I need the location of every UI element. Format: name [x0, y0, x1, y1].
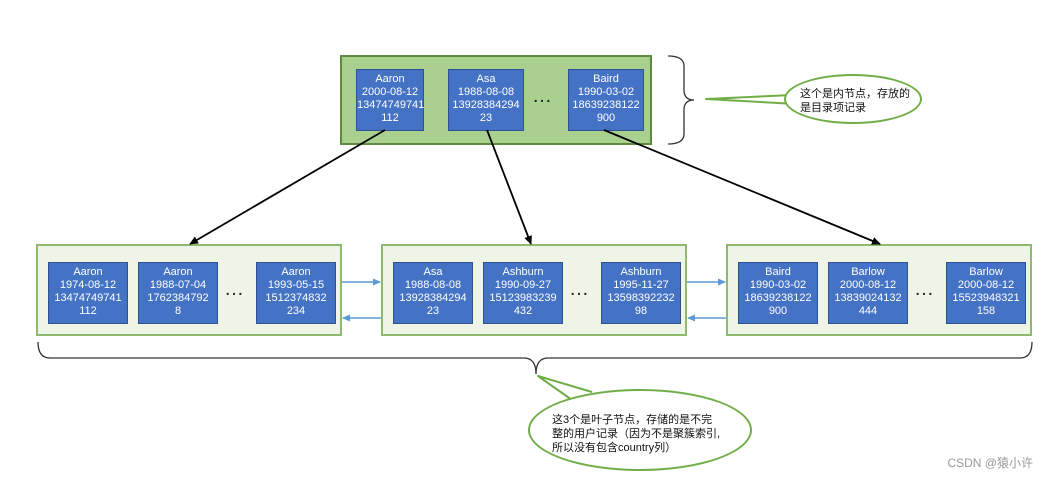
leaf-node-1: Aaron 1974-08-12 13474749741 112 Aaron 1… — [36, 244, 342, 336]
record-num: 900 — [768, 305, 788, 317]
record-date: 1988-07-04 — [149, 279, 207, 291]
callout-text-line: 整的用户记录（因为不是聚簇索引, — [552, 428, 721, 440]
callout-text-line: 所以没有包含country列） — [552, 442, 677, 454]
leaf2-record-3: Ashburn 1995-11-27 13598392232 98 — [601, 262, 681, 324]
internal-record-2: Asa 1988-08-08 13928384294 23 — [448, 69, 524, 131]
leaf-node-3: Baird 1990-03-02 18639238122 900 Barlow … — [726, 244, 1032, 336]
record-num: 112 — [79, 305, 97, 317]
record-name: Ashburn — [502, 266, 544, 278]
record-phone: 1512374832 — [265, 292, 327, 304]
record-phone: 1762384792 — [147, 292, 209, 304]
record-name: Ashburn — [620, 266, 662, 278]
record-num: 432 — [513, 305, 533, 317]
watermark: CSDN @猿小许 — [947, 456, 1033, 470]
record-date: 2000-08-12 — [839, 279, 897, 291]
record-date: 1990-03-02 — [577, 86, 635, 98]
internal-brace — [667, 55, 695, 145]
ellipsis: … — [532, 85, 554, 107]
record-num: 444 — [858, 305, 878, 317]
callout-text-line: 这3个是叶子节点，存储的是不完 — [552, 414, 713, 426]
record-date: 1993-05-15 — [267, 279, 325, 291]
record-phone: 18639238122 — [744, 292, 812, 304]
record-name: Aaron — [73, 266, 103, 278]
leaf3-record-2: Barlow 2000-08-12 13839024132 444 — [828, 262, 908, 324]
record-date: 1995-11-27 — [613, 279, 669, 291]
leaf3-record-1: Baird 1990-03-02 18639238122 900 — [738, 262, 818, 324]
internal-record-3: Baird 1990-03-02 18639238122 900 — [568, 69, 644, 131]
record-name: Baird — [765, 266, 791, 278]
record-name: Asa — [423, 266, 443, 278]
callout-text-line: 是目录项记录 — [800, 102, 866, 114]
leaf1-record-2: Aaron 1988-07-04 1762384792 8 — [138, 262, 218, 324]
record-num: 98 — [634, 305, 648, 317]
leaf-brace — [37, 341, 1033, 375]
record-phone: 13928384294 — [399, 292, 467, 304]
leaf2-record-1: Asa 1988-08-08 13928384294 23 — [393, 262, 473, 324]
internal-record-1: Aaron 2000-08-12 13474749741 112 — [356, 69, 424, 131]
record-phone: 15523948321 — [952, 292, 1020, 304]
record-num: 234 — [286, 305, 306, 317]
leaf-callout: 这3个是叶子节点，存储的是不完 整的用户记录（因为不是聚簇索引, 所以没有包含c… — [528, 389, 752, 471]
record-date: 1990-03-02 — [749, 279, 807, 291]
record-date: 2000-08-12 — [361, 86, 419, 98]
internal-node: Aaron 2000-08-12 13474749741 112 Asa 198… — [340, 55, 652, 145]
record-phone: 13598392232 — [607, 292, 675, 304]
record-date: 1974-08-12 — [59, 279, 117, 291]
record-date: 1990-09-27 — [494, 279, 552, 291]
ellipsis: … — [914, 278, 936, 300]
leaf1-record-1: Aaron 1974-08-12 13474749741 112 — [48, 262, 128, 324]
record-phone: 15123983239 — [489, 292, 557, 304]
record-num: 8 — [174, 305, 182, 317]
record-name: Aaron — [281, 266, 311, 278]
record-name: Barlow — [969, 266, 1003, 278]
internal-callout: 这个是内节点，存放的 是目录项记录 — [784, 74, 922, 124]
record-name: Aaron — [375, 73, 405, 85]
record-phone: 13474749741 — [357, 99, 425, 111]
record-name: Asa — [476, 73, 496, 85]
callout-text-line: 这个是内节点，存放的 — [800, 88, 910, 100]
record-num: 158 — [976, 305, 996, 317]
record-num: 23 — [479, 112, 493, 124]
record-phone: 13928384294 — [452, 99, 520, 111]
record-name: Aaron — [163, 266, 193, 278]
record-date: 1988-08-08 — [404, 279, 462, 291]
record-name: Baird — [593, 73, 619, 85]
leaf2-record-2: Ashburn 1990-09-27 15123983239 432 — [483, 262, 563, 324]
leaf3-record-3: Barlow 2000-08-12 15523948321 158 — [946, 262, 1026, 324]
pointer-arrow-2 — [486, 129, 532, 245]
record-phone: 13474749741 — [54, 292, 122, 304]
record-num: 900 — [596, 112, 616, 124]
pointer-arrow-3 — [603, 129, 881, 245]
record-num: 23 — [426, 305, 440, 317]
record-phone: 13839024132 — [834, 292, 902, 304]
pointer-arrow-1 — [189, 129, 386, 245]
internal-callout-tail — [705, 94, 797, 105]
record-num: 112 — [381, 112, 399, 124]
leaf-callout-tail — [537, 375, 593, 401]
record-name: Barlow — [851, 266, 885, 278]
record-date: 2000-08-12 — [957, 279, 1015, 291]
leaf-node-2: Asa 1988-08-08 13928384294 23 Ashburn 19… — [381, 244, 687, 336]
leaf1-record-3: Aaron 1993-05-15 1512374832 234 — [256, 262, 336, 324]
record-date: 1988-08-08 — [457, 86, 515, 98]
ellipsis: … — [224, 278, 246, 300]
ellipsis: … — [569, 278, 591, 300]
record-phone: 18639238122 — [572, 99, 640, 111]
